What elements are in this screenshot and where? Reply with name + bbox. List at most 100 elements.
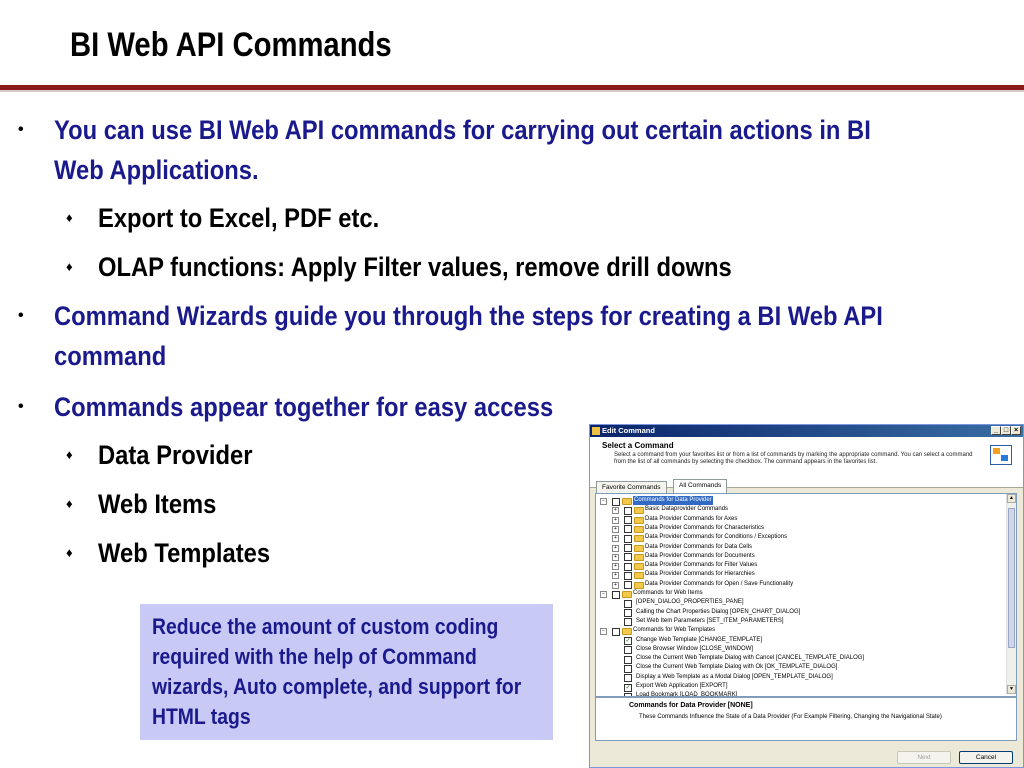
close-button[interactable]: × [1011, 426, 1021, 435]
tree-item-checkbox[interactable] [624, 544, 632, 552]
bullet-text: You can use BI Web API commands for carr… [54, 115, 871, 185]
expand-icon[interactable]: + [612, 525, 619, 533]
sub-bullet-marker: ♦ [66, 259, 73, 274]
tree-item-checkbox[interactable] [612, 627, 620, 636]
tree-item-checkbox[interactable] [624, 553, 632, 562]
next-button[interactable]: Next [897, 751, 951, 764]
tree-item-label: Commands for Web Templates [633, 627, 716, 634]
tree-item-label: Data Provider Commands for Documents [645, 552, 755, 559]
tree-item-checkbox[interactable] [624, 571, 632, 580]
tree-scrollbar[interactable]: ▲ ▼ [1006, 494, 1016, 694]
expand-icon[interactable]: + [612, 516, 619, 524]
expand-icon[interactable]: + [612, 572, 619, 580]
tree-item-checkbox[interactable] [624, 506, 632, 515]
bullet-marker: • [18, 307, 24, 324]
folder-icon [634, 525, 644, 533]
app-icon [592, 427, 600, 435]
tree-item-label: Data Provider Commands for Data Cells [645, 543, 753, 550]
tree-item-checkbox[interactable] [624, 674, 632, 683]
command-wizard-icon [990, 445, 1012, 465]
folder-icon [634, 516, 644, 524]
tree-item-checkbox[interactable] [624, 562, 632, 571]
folder-icon [622, 628, 632, 636]
folder-icon [622, 498, 632, 505]
tree-item-label: Data Provider Commands for Conditions / … [645, 534, 788, 541]
tree-item-checkbox[interactable]: ✓ [624, 637, 632, 645]
title-divider-shadow [0, 90, 1024, 92]
tree-item-checkbox[interactable] [624, 692, 632, 696]
collapse-icon[interactable]: − [600, 498, 607, 505]
folder-icon [622, 591, 632, 598]
slide-title: BI Web API Commands [70, 26, 392, 64]
scroll-thumb[interactable] [1008, 508, 1015, 648]
tree-item-checkbox[interactable] [624, 516, 632, 525]
dialog-header: Select a Command Select a command from y… [590, 437, 1023, 488]
command-description-panel: Commands for Data Provider [NONE] These … [595, 697, 1017, 741]
scroll-down-icon[interactable]: ▼ [1007, 685, 1016, 694]
folder-icon [634, 581, 644, 589]
sub-bullet-marker: ♦ [66, 447, 73, 462]
tree-item-checkbox[interactable] [624, 525, 632, 534]
sub-bullet-text: Web Items [98, 489, 217, 519]
tab-all-commands[interactable]: All Commands [673, 479, 728, 493]
folder-icon [634, 544, 644, 552]
tree-item-label: Data Provider Commands for Filter Values [645, 562, 758, 569]
tree-item-label: Calling the Chart Properties Dialog [OPE… [636, 608, 801, 615]
tree-item-label: Set Web Item Parameters [SET_ITEM_PARAME… [636, 617, 784, 624]
command-description-heading: Commands for Data Provider [NONE] [629, 702, 753, 709]
tree-item-checkbox[interactable] [612, 590, 620, 599]
folder-icon [634, 572, 644, 580]
sub-bullet-text: OLAP functions: Apply Filter values, rem… [98, 252, 732, 282]
callout-text: Reduce the amount of custom coding requi… [152, 614, 522, 729]
sub-bullet-text: Web Templates [98, 538, 271, 568]
expand-icon[interactable]: + [612, 553, 619, 561]
tree-item-checkbox[interactable] [624, 646, 632, 655]
tree-item-label: Close the Current Web Template Dialog wi… [636, 664, 838, 671]
tree-item-checkbox[interactable] [624, 618, 632, 627]
tree-item-checkbox[interactable] [624, 581, 632, 590]
scroll-up-icon[interactable]: ▲ [1007, 494, 1016, 503]
bullet-text: Commands appear together for easy access [54, 392, 554, 422]
tree-item-checkbox[interactable] [624, 609, 632, 618]
edit-command-dialog: Edit Command _ □ × Select a Command Sele… [589, 424, 1024, 768]
tree-item-label: Basic Dataprovider Commands [645, 506, 729, 513]
folder-icon [634, 553, 644, 561]
tree-item-label: Commands for Web Items [633, 590, 703, 596]
cancel-button[interactable]: Cancel [959, 751, 1013, 764]
tree-item-label: Display a Web Template as a Modal Dialog… [636, 673, 833, 680]
expand-icon[interactable]: + [612, 507, 619, 515]
tree-item-label: Data Provider Commands for Hierarchies [645, 571, 755, 578]
expand-icon[interactable]: + [612, 535, 619, 543]
sub-bullet-marker: ♦ [66, 545, 73, 560]
expand-icon[interactable]: + [612, 544, 619, 552]
maximize-button[interactable]: □ [1001, 426, 1011, 435]
tree-item-label: Data Provider Commands for Characteristi… [645, 524, 765, 531]
tree-item-checkbox[interactable] [624, 655, 632, 664]
callout-box: Reduce the amount of custom coding requi… [140, 604, 553, 740]
tree-item-checkbox[interactable] [624, 599, 632, 608]
tree-item-checkbox[interactable]: ✓ [624, 683, 632, 692]
folder-icon [634, 507, 644, 515]
sub-bullet-text: Export to Excel, PDF etc. [98, 203, 380, 233]
tree-item-label: Export Web Application [EXPORT] [636, 683, 728, 689]
tree-item-label: Data Provider Commands for Open / Save F… [645, 580, 794, 587]
tree-item-label: Commands for Data Provider [633, 496, 713, 506]
folder-icon [634, 535, 644, 543]
collapse-icon[interactable]: − [600, 628, 607, 636]
bullet-text: Command Wizards guide you through the st… [54, 301, 883, 371]
collapse-icon[interactable]: − [600, 591, 607, 598]
dialog-heading: Select a Command [602, 441, 674, 450]
expand-icon[interactable]: + [612, 563, 619, 571]
tab-favorite-commands[interactable]: Favorite Commands [596, 481, 667, 493]
dialog-titlebar[interactable]: Edit Command _ □ × [590, 425, 1023, 437]
tree-item-checkbox[interactable] [612, 497, 620, 506]
tree-item-checkbox[interactable] [624, 664, 632, 673]
expand-icon[interactable]: + [612, 581, 619, 589]
command-tree[interactable]: Load Bookmark [LOAD_BOOKMARK]✓Export Web… [595, 493, 1017, 697]
dialog-title: Edit Command [602, 426, 655, 435]
title-divider [0, 85, 1024, 90]
tree-item-label: Change Web Template [CHANGE_TEMPLATE] [636, 636, 763, 643]
minimize-button[interactable]: _ [991, 426, 1001, 435]
sub-bullet-text: Data Provider [98, 440, 253, 470]
tree-item-checkbox[interactable] [624, 534, 632, 543]
